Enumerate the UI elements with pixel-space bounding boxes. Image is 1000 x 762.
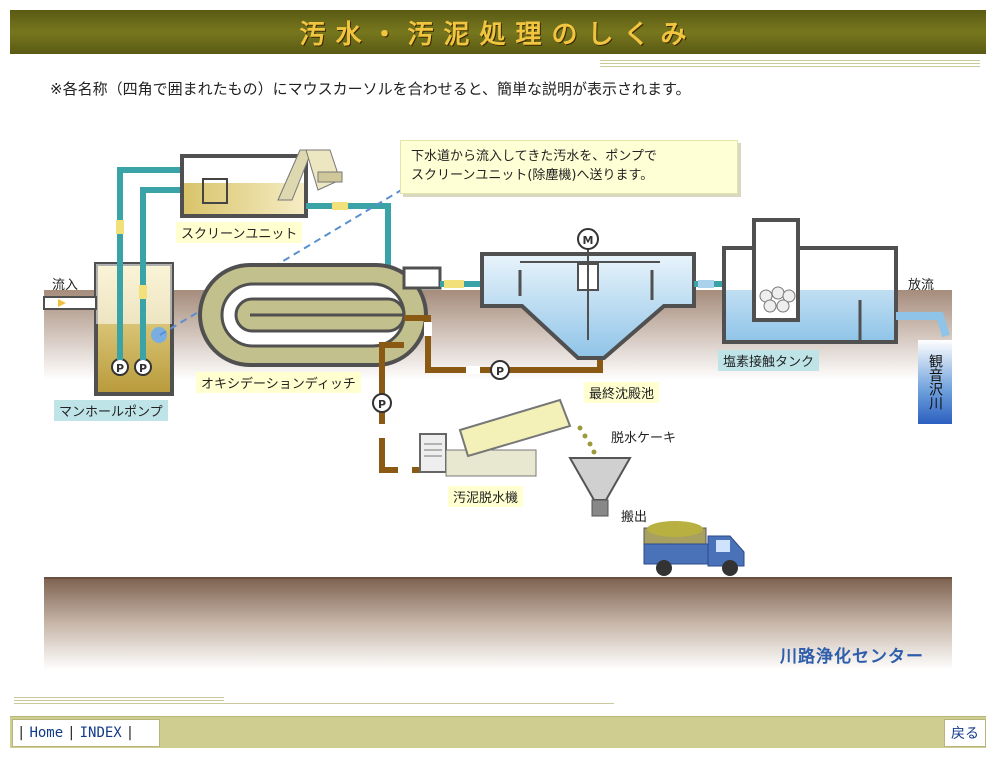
sludge-dewaterer-machine	[419, 398, 597, 477]
carry-out-label: 搬出	[621, 510, 648, 525]
svg-text:P: P	[116, 362, 124, 375]
callout-line-2: スクリーンユニット(除塵機)へ送ります。	[411, 168, 654, 183]
manhole-pump-tank: P P	[94, 262, 174, 396]
oxidation-ditch-label[interactable]: オキシデーションディッチ	[196, 372, 361, 393]
footer-bar: | Home | INDEX | 戻る	[10, 716, 986, 748]
discharge-label: 放流	[908, 278, 935, 293]
screen-unit-label[interactable]: スクリーンユニット	[176, 222, 303, 243]
back-button-box: 戻る	[944, 719, 986, 747]
manhole-pump-label[interactable]: マンホールポンプ	[54, 400, 168, 421]
header-decoration-lines	[600, 60, 980, 68]
description-callout: 下水道から流入してきた汚水を、ポンプで スクリーンユニット(除塵機)へ送ります。	[400, 140, 738, 194]
footer-decoration-line-long	[14, 703, 614, 711]
final-settling-tank: M	[480, 228, 696, 360]
center-name: 川路浄化センター	[780, 647, 924, 667]
screen-unit-machine	[180, 149, 343, 218]
final-settling-tank-label[interactable]: 最終沈殿池	[584, 382, 660, 403]
page-title: 汚水・汚泥処理のしくみ	[299, 19, 697, 50]
back-link[interactable]: 戻る	[951, 726, 979, 742]
instruction-text: ※各名称（四角で囲まれたもの）にマウスカーソルを合わせると、簡単な説明が表示され…	[50, 80, 691, 98]
cake-hopper	[568, 457, 632, 517]
header-bar: 汚水・汚泥処理のしくみ	[10, 10, 986, 54]
svg-text:P: P	[496, 365, 504, 378]
callout-line-1: 下水道から流入してきた汚水を、ポンプで	[411, 149, 657, 164]
home-link[interactable]: Home	[29, 725, 64, 741]
index-link[interactable]: INDEX	[79, 725, 122, 741]
dewatered-cake-label: 脱水ケーキ	[611, 431, 677, 446]
svg-text:P: P	[378, 398, 386, 411]
river-label: 観音沢川	[918, 340, 952, 424]
footer-nav: | Home | INDEX |	[12, 719, 160, 747]
sludge-dewaterer-label[interactable]: 汚泥脱水機	[448, 486, 524, 507]
svg-text:P: P	[139, 362, 147, 375]
chlorine-contact-tank	[722, 218, 898, 344]
process-diagram: P P P P	[43, 149, 952, 670]
dump-truck	[643, 521, 745, 576]
svg-text:M: M	[583, 234, 594, 247]
inflow-label: 流入	[52, 278, 79, 293]
chlorine-contact-tank-label[interactable]: 塩素接触タンク	[718, 350, 820, 371]
bottom-earth	[44, 578, 952, 670]
